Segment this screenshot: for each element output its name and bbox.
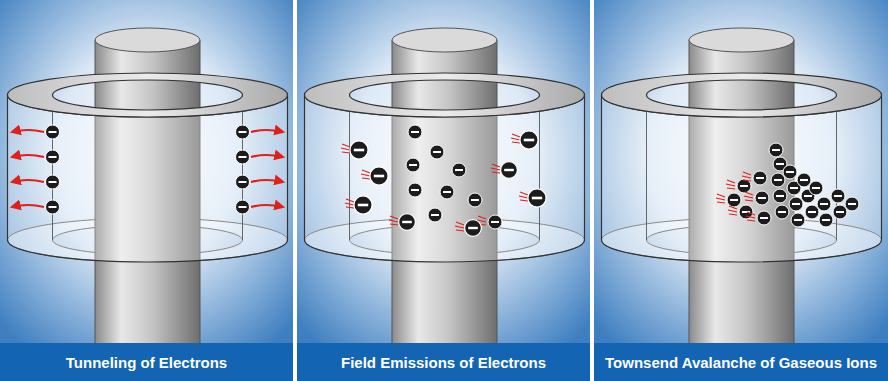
townsend-avalanche-panel (594, 0, 888, 343)
caption-band: Townsend Avalanche of Gaseous Ions (594, 343, 888, 381)
field-emission-panel (297, 0, 590, 343)
caption-band: Tunneling of Electrons (0, 343, 293, 381)
caption-text: Townsend Avalanche of Gaseous Ions (605, 354, 877, 371)
caption-text: Field Emissions of Electrons (341, 354, 546, 371)
caption-band: Field Emissions of Electrons (297, 343, 590, 381)
caption-text: Tunneling of Electrons (66, 354, 227, 371)
tunneling-panel (0, 0, 293, 343)
